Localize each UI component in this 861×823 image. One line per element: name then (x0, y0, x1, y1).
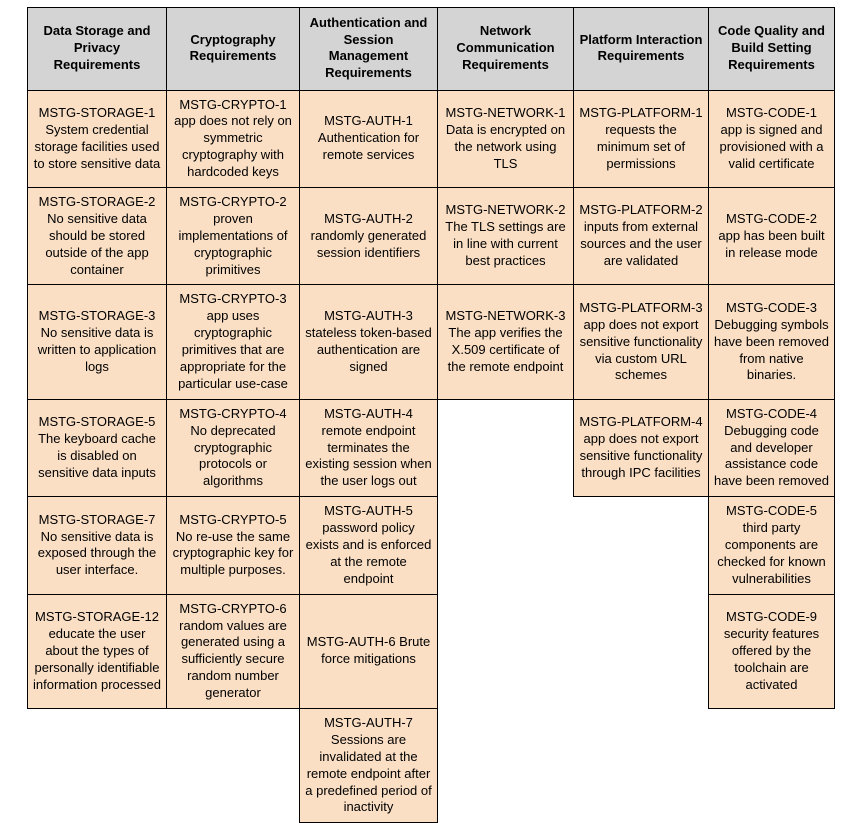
requirement-cell-storage-2: MSTG-STORAGE-2 No sensitive data should … (27, 186, 167, 286)
requirement-cell-auth-4: MSTG-AUTH-4 remote endpoint terminates t… (299, 398, 438, 498)
table-row: MSTG-STORAGE-2 No sensitive data should … (27, 186, 835, 286)
empty-cell-network-row6 (437, 594, 574, 709)
requirement-cell-auth-6: MSTG-AUTH-6 Brute force mitigations (299, 593, 438, 710)
requirement-cell-code-4: MSTG-CODE-4 Debugging code and developer… (708, 398, 835, 498)
requirement-cell-storage-7: MSTG-STORAGE-7 No sensitive data is expo… (27, 496, 167, 595)
empty-cell-crypto-row7 (166, 708, 300, 823)
table-row: MSTG-AUTH-7 Sessions are invalidated at … (27, 707, 835, 823)
requirement-cell-network-2: MSTG-NETWORK-2 The TLS settings are in l… (437, 186, 574, 286)
requirement-cell-code-2: MSTG-CODE-2 app has been built in releas… (708, 186, 835, 286)
empty-cell-network-row5 (437, 496, 574, 595)
empty-cell-platform-row6 (573, 594, 709, 709)
requirement-cell-platform-3: MSTG-PLATFORM-3 app does not export sens… (573, 284, 709, 400)
requirement-cell-platform-1: MSTG-PLATFORM-1 requests the minimum set… (573, 89, 709, 188)
empty-cell-storage-row7 (27, 708, 167, 823)
requirement-cell-platform-4: MSTG-PLATFORM-4 app does not export sens… (573, 398, 709, 498)
column-header-platform-interaction: Platform Interaction Requirements (573, 7, 709, 91)
table-row: MSTG-STORAGE-3 No sensitive data is writ… (27, 284, 835, 400)
column-header-cryptography: Cryptography Requirements (166, 7, 300, 91)
requirement-cell-crypto-4: MSTG-CRYPTO-4 No deprecated cryptographi… (166, 398, 300, 498)
column-header-authentication-session-management: Authentication and Session Management Re… (299, 7, 438, 91)
requirement-cell-code-1: MSTG-CODE-1 app is signed and provisione… (708, 89, 835, 188)
empty-cell-platform-row7 (573, 708, 709, 823)
column-header-code-quality-build-setting: Code Quality and Build Setting Requireme… (708, 7, 835, 91)
empty-cell-network-row7 (437, 708, 574, 823)
requirement-cell-network-3: MSTG-NETWORK-3 The app verifies the X.50… (437, 284, 574, 400)
column-header-network-communication: Network Communication Requirements (437, 7, 574, 91)
requirement-cell-auth-7: MSTG-AUTH-7 Sessions are invalidated at … (299, 707, 438, 823)
mstg-requirements-table: Data Storage and Privacy Requirements Cr… (27, 7, 835, 823)
requirement-cell-code-3: MSTG-CODE-3 Debugging symbols have been … (708, 284, 835, 400)
requirement-cell-crypto-3: MSTG-CRYPTO-3 app uses cryptographic pri… (166, 284, 300, 400)
requirement-cell-crypto-5: MSTG-CRYPTO-5 No re-use the same cryptog… (166, 496, 300, 595)
mstg-requirements-table-container: Data Storage and Privacy Requirements Cr… (27, 7, 835, 823)
empty-cell-code-row7 (708, 708, 835, 823)
requirement-cell-storage-12: MSTG-STORAGE-12 educate the user about t… (27, 593, 167, 710)
requirement-cell-crypto-6: MSTG-CRYPTO-6 random values are generate… (166, 593, 300, 710)
table-header-row: Data Storage and Privacy Requirements Cr… (27, 7, 835, 91)
requirement-cell-crypto-2: MSTG-CRYPTO-2 proven implementations of … (166, 186, 300, 286)
requirement-cell-storage-1: MSTG-STORAGE-1 System credential storage… (27, 89, 167, 188)
table-body: MSTG-STORAGE-1 System credential storage… (27, 89, 835, 823)
table-header-row-group: Data Storage and Privacy Requirements Cr… (27, 7, 835, 91)
requirement-cell-auth-1: MSTG-AUTH-1 Authentication for remote se… (299, 89, 438, 188)
requirement-cell-code-5: MSTG-CODE-5 third party components are c… (708, 496, 835, 595)
requirement-cell-platform-2: MSTG-PLATFORM-2 inputs from external sou… (573, 186, 709, 286)
table-row: MSTG-STORAGE-1 System credential storage… (27, 89, 835, 188)
empty-cell-platform-row5 (573, 496, 709, 595)
requirement-cell-network-1: MSTG-NETWORK-1 Data is encrypted on the … (437, 89, 574, 188)
requirement-cell-auth-2: MSTG-AUTH-2 randomly generated session i… (299, 186, 438, 286)
requirement-cell-storage-5: MSTG-STORAGE-5 The keyboard cache is dis… (27, 398, 167, 498)
table-row: MSTG-STORAGE-7 No sensitive data is expo… (27, 496, 835, 595)
requirement-cell-storage-3: MSTG-STORAGE-3 No sensitive data is writ… (27, 284, 167, 400)
column-header-data-storage-privacy: Data Storage and Privacy Requirements (27, 7, 167, 91)
requirement-cell-auth-5: MSTG-AUTH-5 password policy exists and i… (299, 496, 438, 595)
requirement-cell-code-9: MSTG-CODE-9 security features offered by… (708, 593, 835, 710)
empty-cell-network-row4 (437, 399, 574, 497)
requirement-cell-auth-3: MSTG-AUTH-3 stateless token-based authen… (299, 284, 438, 400)
table-row: MSTG-STORAGE-5 The keyboard cache is dis… (27, 398, 835, 498)
table-row: MSTG-STORAGE-12 educate the user about t… (27, 593, 835, 710)
requirement-cell-crypto-1: MSTG-CRYPTO-1 app does not rely on symme… (166, 89, 300, 188)
